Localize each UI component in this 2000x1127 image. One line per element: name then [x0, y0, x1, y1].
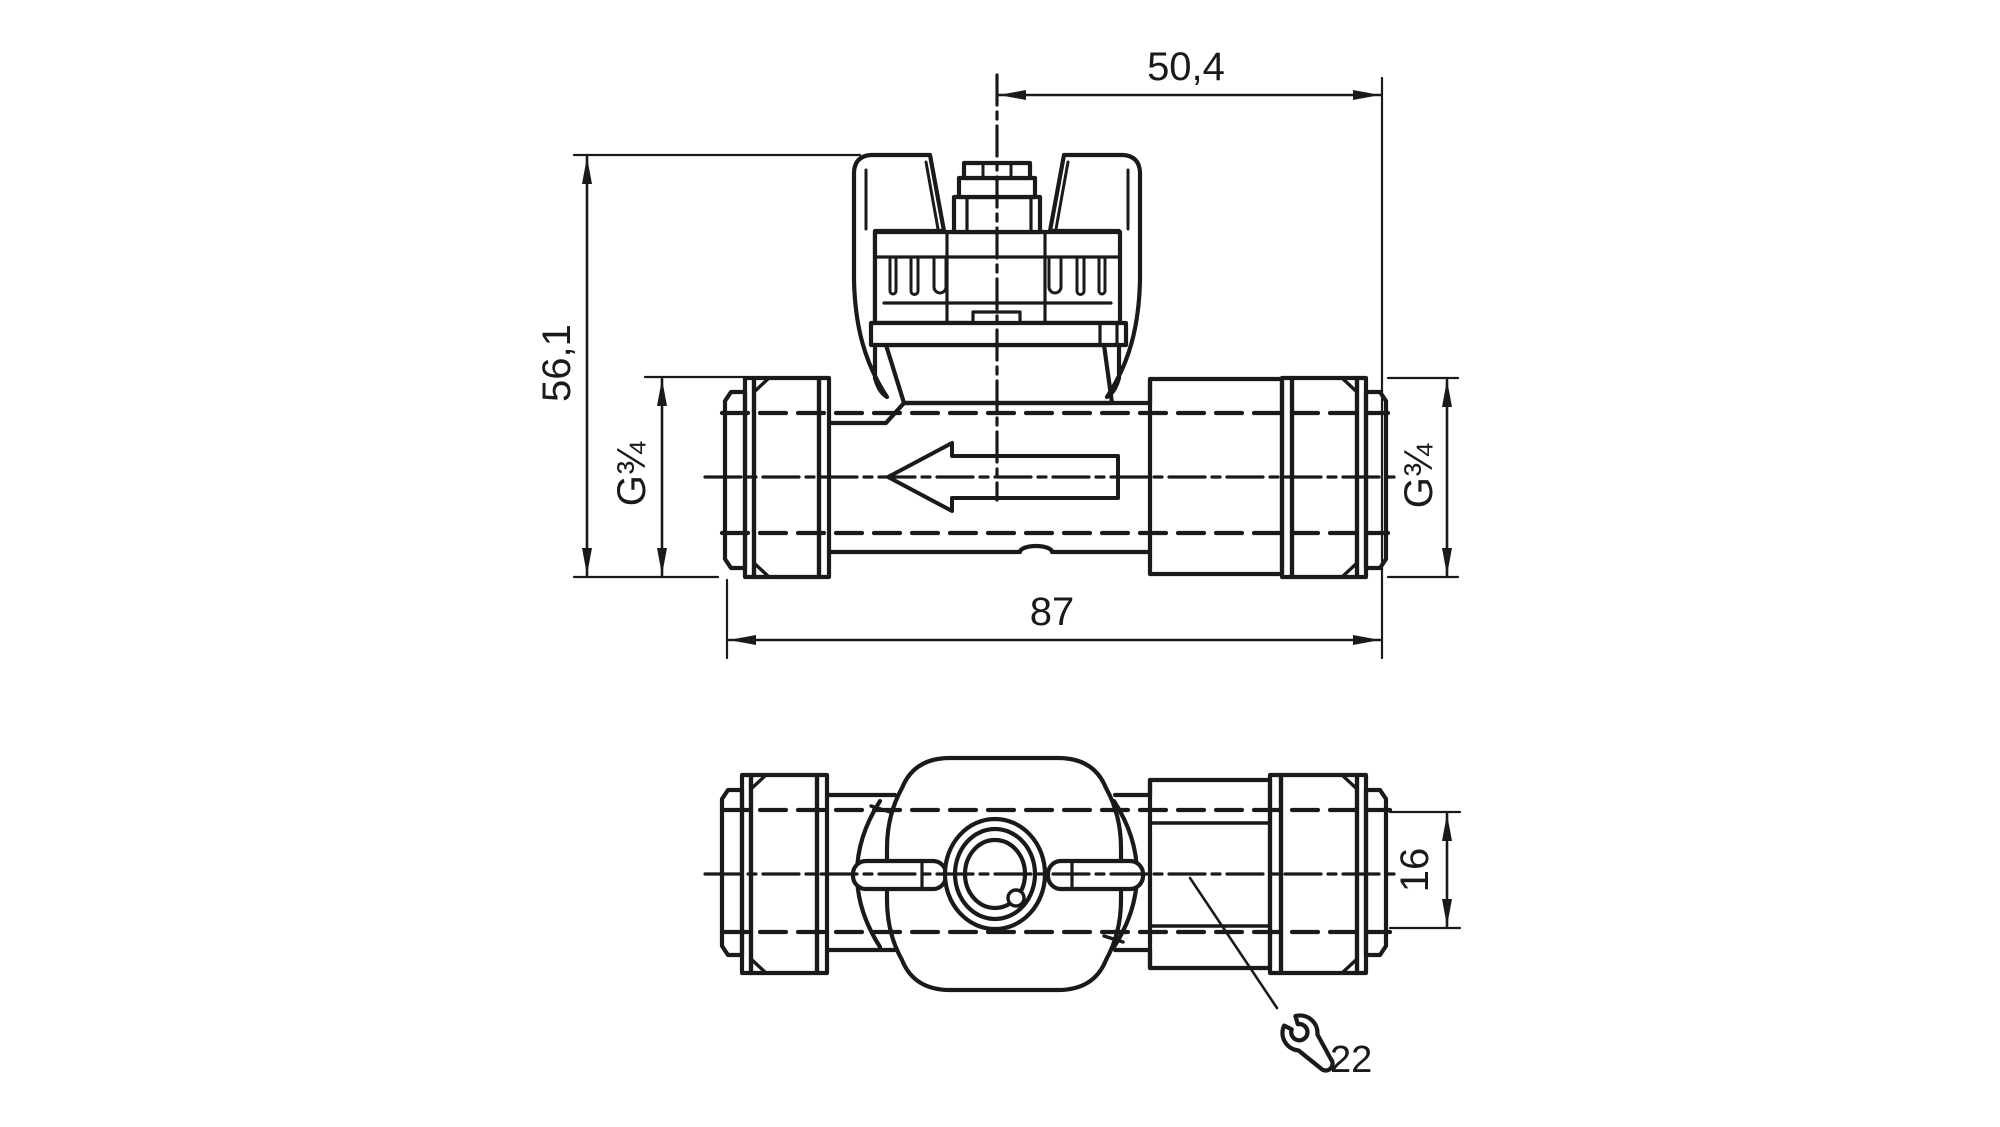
- wrench-size-callout: 22: [1188, 876, 1372, 1081]
- bottom-view: 16 22: [703, 755, 1462, 1081]
- head-vent-slots: [888, 257, 1107, 296]
- dim-thread-right-label: G¾: [1397, 443, 1441, 508]
- leader-line: [1188, 876, 1279, 1010]
- dim-connector-label: 16: [1393, 848, 1437, 893]
- wing-nub-right: [1102, 934, 1125, 944]
- dim-height-label: 56,1: [535, 324, 579, 402]
- wing-left: [851, 152, 947, 400]
- dim-connector: 16: [1388, 810, 1462, 930]
- right-cap: [1363, 389, 1389, 571]
- arrowhead-top: [1442, 814, 1452, 841]
- bottom-center-lines: [703, 807, 1402, 935]
- connector-keyway-notch: [1006, 888, 1026, 908]
- left-cap: [722, 389, 748, 571]
- wrench-icon: [1280, 1013, 1335, 1073]
- arrowhead-top: [657, 379, 667, 406]
- arrowhead-bottom: [657, 548, 667, 575]
- arrowhead-bottom: [1442, 548, 1452, 575]
- tube-left: [824, 792, 898, 953]
- dim-thread-left-label: G¾: [610, 441, 654, 506]
- dim-thread-right: G¾: [1386, 376, 1460, 579]
- wing-right-inner-line: [1054, 160, 1130, 231]
- arrowhead-left: [999, 90, 1026, 100]
- arrowhead-right: [1353, 635, 1380, 645]
- arrowhead-right: [1353, 90, 1380, 100]
- front-center-lines: [703, 73, 1402, 536]
- arrowhead-top: [1442, 380, 1452, 407]
- dim-thread-left: G¾: [610, 375, 746, 577]
- arrowhead-top: [582, 157, 592, 184]
- dim-width-top-label: 50,4: [1147, 45, 1225, 89]
- arrowhead-bottom: [582, 548, 592, 575]
- arrowhead-left: [729, 635, 756, 645]
- wing-left-inner-line: [864, 160, 940, 231]
- hex-flats: [1148, 821, 1272, 928]
- dim-length: 87: [725, 578, 1382, 660]
- arrowhead-bottom: [1442, 899, 1452, 926]
- dim-length-label: 87: [1030, 590, 1075, 634]
- dim-width-top: 50,4: [997, 45, 1384, 660]
- wing-right: [1047, 152, 1143, 400]
- right-cap: [1363, 787, 1389, 958]
- dim-height: 56,1: [535, 153, 862, 579]
- front-view: 50,4 56,1 G¾ G¾: [535, 45, 1460, 660]
- sensor-neck: [883, 342, 1115, 406]
- wrench-size-label: 22: [1330, 1039, 1372, 1081]
- tube-bottom-edge: [826, 543, 1153, 555]
